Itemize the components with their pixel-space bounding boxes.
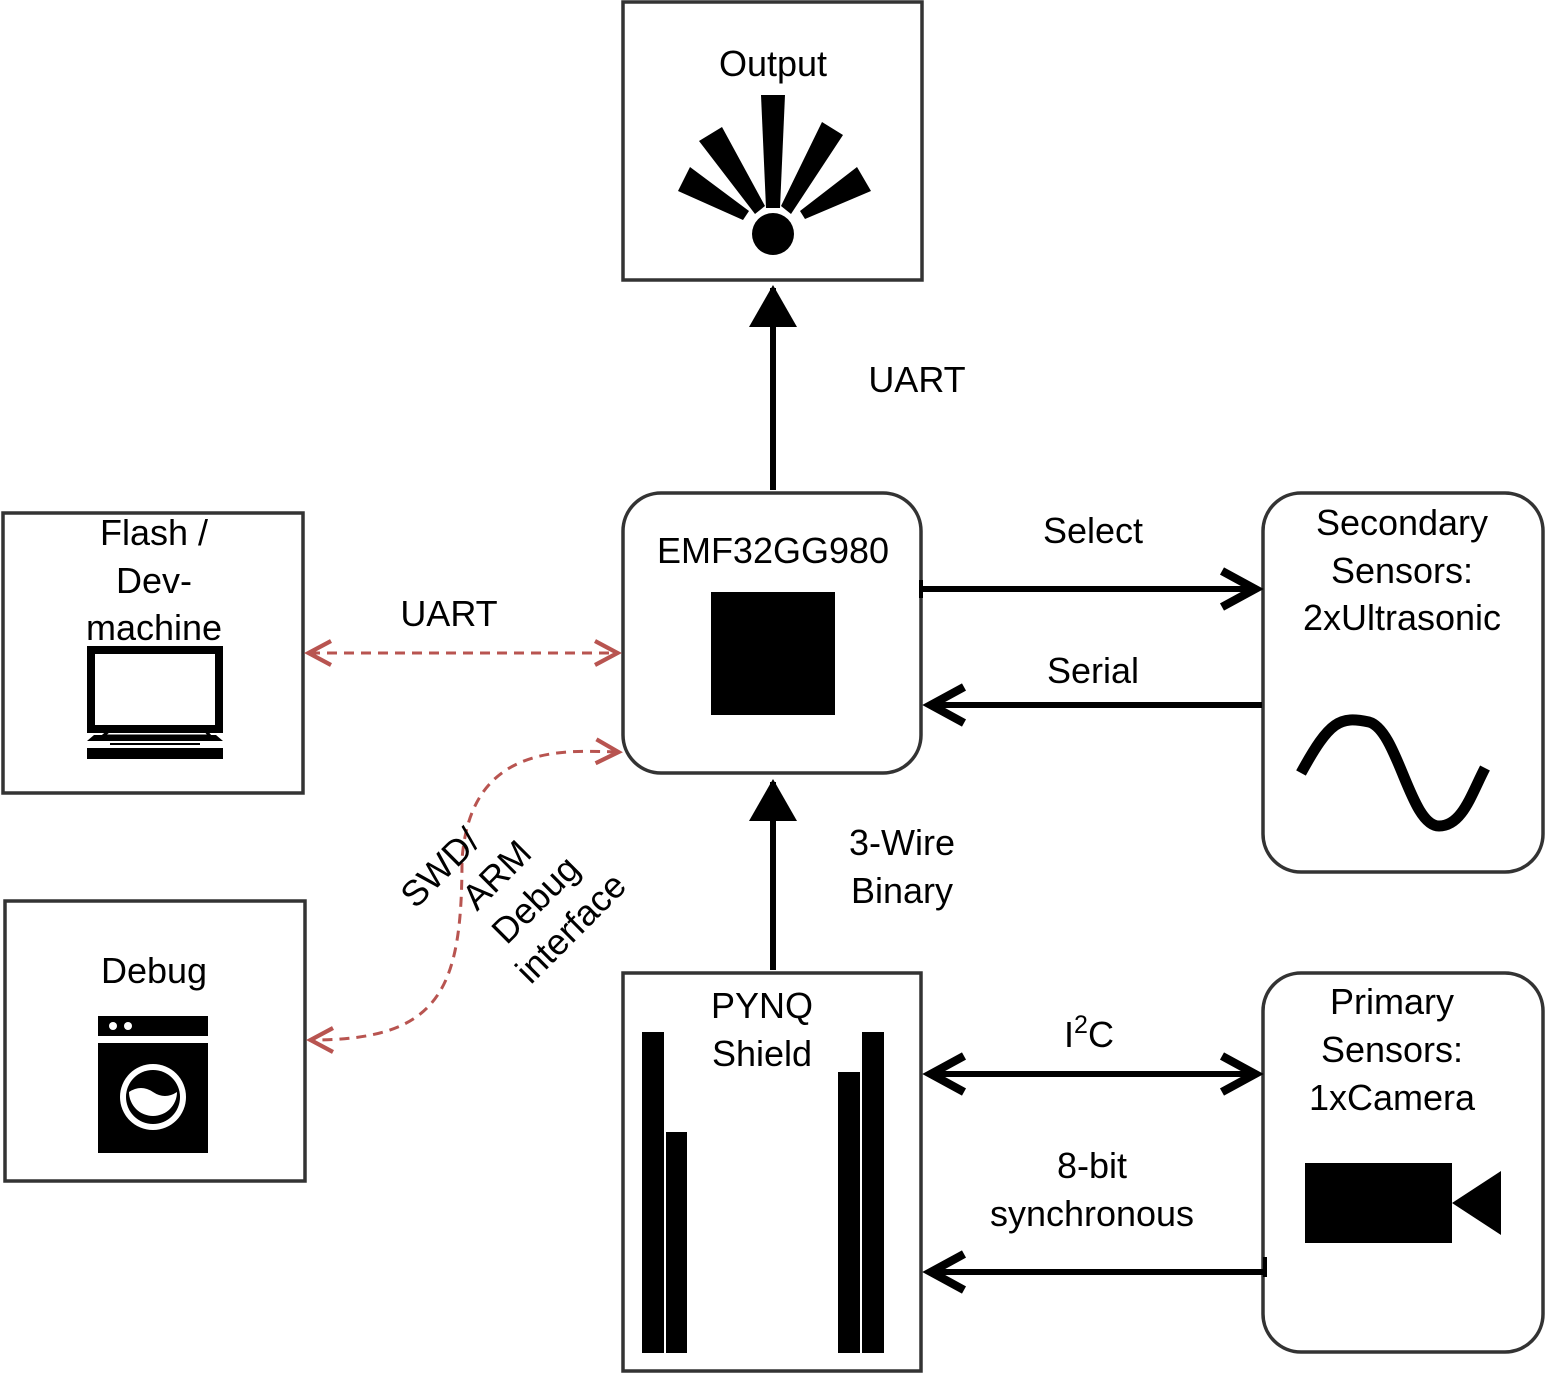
primary-label-1: Primary [1330,981,1454,1022]
chip-icon [711,592,835,715]
select-link: Select [919,510,1264,611]
i2c-link: I2C [922,1011,1264,1096]
pynq-label-1: PYNQ [711,985,813,1026]
flash-label-2: Dev- [116,560,192,601]
speaker-icon [678,95,871,255]
primary-label-2: Sensors: [1321,1029,1463,1070]
i2c-label-base: I [1064,1014,1074,1055]
washing-machine-icon [98,1016,208,1153]
secondary-label-3: 2xUltrasonic [1303,597,1501,638]
mcu-node: EMF32GG980 [621,491,923,775]
three-wire-link: 3-Wire Binary [749,779,955,970]
debug-label: Debug [101,950,207,991]
sync-link: 8-bit synchronous [922,1145,1267,1294]
three-wire-label-1: 3-Wire [849,822,955,863]
output-label: Output [719,43,827,84]
debug-node: Debug [3,899,307,1183]
i2c-label-sup: 2 [1074,1011,1088,1039]
secondary-sensors-node: Secondary Sensors: 2xUltrasonic [1261,491,1545,874]
video-camera-icon [1305,1163,1501,1243]
flash-label-3: machine [86,607,222,648]
flash-label-1: Flash / [100,512,208,553]
sync-label-1: 8-bit [1057,1145,1127,1186]
computer-icon [87,646,223,759]
three-wire-label-2: Binary [851,870,953,911]
sine-wave-icon [1296,714,1490,832]
secondary-label-2: Sensors: [1331,550,1473,591]
pynq-node: PYNQ Shield [621,971,923,1373]
uart-output-link: UART [749,285,966,490]
uart-flash-link: UART [304,593,622,667]
uart-flash-label: UART [400,593,497,634]
swd-label: SWD/ ARM Debug interface [392,820,634,991]
i2c-label-tail: C [1088,1014,1114,1055]
swd-link: SWD/ ARM Debug interface [306,737,634,1054]
output-node: Output [621,0,924,282]
sync-label-2: synchronous [990,1193,1194,1234]
i2c-label: I2C [1064,1011,1114,1055]
mcu-label: EMF32GG980 [657,530,889,571]
bars-icon [642,1032,884,1353]
primary-label-3: 1xCamera [1309,1077,1476,1118]
select-label: Select [1043,510,1143,551]
pynq-label-2: Shield [712,1033,812,1074]
serial-label: Serial [1047,650,1139,691]
flash-node: Flash / Dev- machine [1,511,305,795]
serial-link: Serial [922,650,1262,727]
uart-output-label: UART [868,359,965,400]
primary-sensors-node: Primary Sensors: 1xCamera [1261,971,1545,1354]
secondary-label-1: Secondary [1316,502,1488,543]
